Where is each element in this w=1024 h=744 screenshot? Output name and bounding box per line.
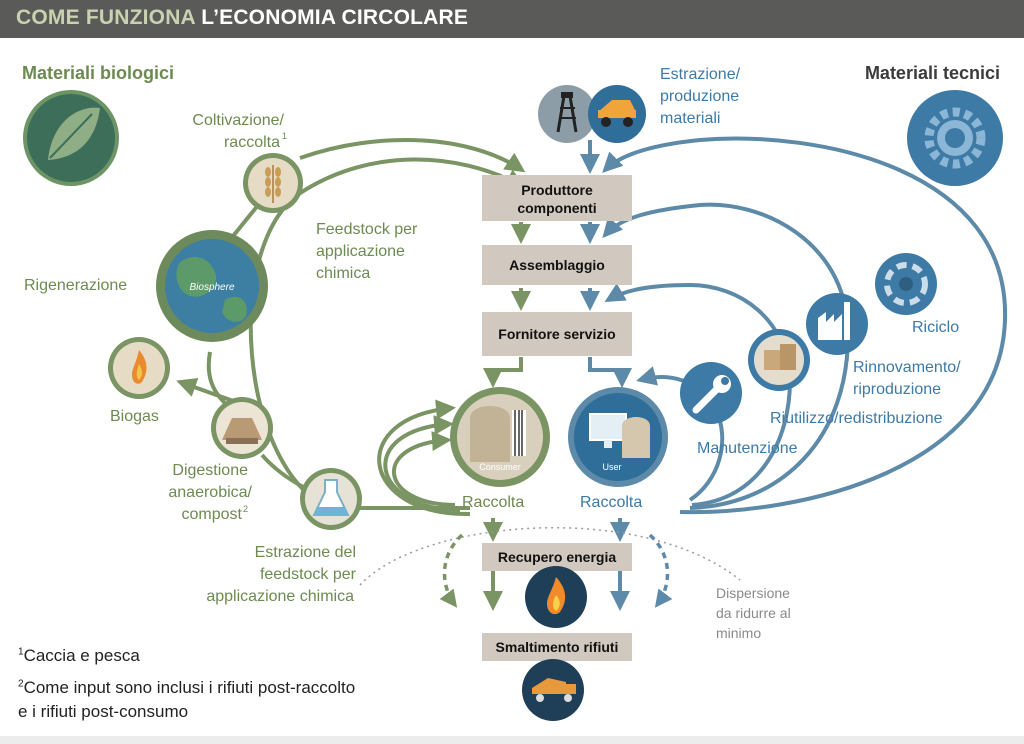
stage-assemblaggio xyxy=(482,245,632,285)
stage-produttore-label-2: componenti xyxy=(517,200,596,216)
label-compost-sup: 2 xyxy=(243,504,248,514)
footnote-1-text: Caccia e pesca xyxy=(23,646,140,665)
factory-icon xyxy=(806,293,868,355)
consumer-icon: Consumer xyxy=(450,387,550,487)
stage-recupero-label: Recupero energia xyxy=(498,549,616,565)
dispersion-arrows xyxy=(439,533,673,608)
footnote-1: 1Caccia e pesca xyxy=(18,646,140,666)
stage-smaltimento xyxy=(482,633,632,661)
label-estrazione-tech-3: materiali xyxy=(660,110,720,127)
label-raccolta-bio: raccolta xyxy=(224,134,280,151)
stage-assemblaggio-label: Assemblaggio xyxy=(509,257,605,273)
header-bar: COME FUNZIONA L’ECONOMIA CIRCOLARE xyxy=(0,0,1024,38)
label-riciclo: Riciclo xyxy=(912,319,959,336)
user-caption: User xyxy=(602,462,621,472)
label-coltivazione-sup: 1 xyxy=(282,131,287,141)
label-estrazione-tech-1: Estrazione/ xyxy=(660,66,741,83)
label-dispersione-3: minimo xyxy=(716,625,761,641)
label-raccolta-blue: Raccolta xyxy=(580,494,642,511)
user-computer-icon: User xyxy=(568,387,668,487)
bio-flows xyxy=(176,137,531,611)
gear-icon xyxy=(907,90,1003,186)
label-raccolta-green: Raccolta xyxy=(462,494,524,511)
bottom-bar xyxy=(0,736,1024,744)
flame-icon xyxy=(108,337,170,399)
footnote-2-marker: 2 xyxy=(18,678,24,690)
label-estrazione-feedstock-2: feedstock per xyxy=(260,566,357,583)
label-dispersione-2: da ridurre al xyxy=(716,605,791,621)
oil-rig-icon xyxy=(538,85,596,143)
dump-truck-icon xyxy=(522,659,584,721)
boxes-icon xyxy=(748,329,810,391)
flask-icon xyxy=(300,468,362,530)
globe-icon: Biosphere xyxy=(156,230,268,342)
label-rinnovamento: Rinnovamento/ xyxy=(853,359,961,376)
tech-flows xyxy=(580,136,1008,611)
header-title: COME FUNZIONA L’ECONOMIA CIRCOLARE xyxy=(16,6,468,30)
footnote-2-text-a: Come input sono inclusi i rifiuti post-r… xyxy=(23,678,356,697)
label-estrazione-tech-2: produzione xyxy=(660,88,739,105)
header-prefix: COME FUNZIONA xyxy=(16,6,196,29)
label-anaerobica: anaerobica/ xyxy=(168,484,252,501)
stage-produttore xyxy=(482,175,632,221)
section-tech-title: Materiali tecnici xyxy=(865,63,1000,83)
footnote-2-continued: e i rifiuti post-consumo xyxy=(18,702,188,722)
recycle-icon xyxy=(875,253,937,315)
stage-produttore-label-1: Produttore xyxy=(521,182,593,198)
mining-truck-icon xyxy=(588,85,646,143)
header-main-title: L’ECONOMIA CIRCOLARE xyxy=(201,6,469,29)
label-rigenerazione: Rigenerazione xyxy=(24,277,127,294)
stage-smaltimento-label: Smaltimento rifiuti xyxy=(496,639,619,655)
label-biogas: Biogas xyxy=(110,408,159,425)
footnote-2-text-b: e i rifiuti post-consumo xyxy=(18,702,189,721)
label-manutenzione: Manutenzione xyxy=(697,440,798,457)
wrench-icon xyxy=(680,362,742,424)
label-dispersione-1: Dispersione xyxy=(716,585,790,601)
label-riproduzione: riproduzione xyxy=(853,381,941,398)
stage-boxes xyxy=(482,175,632,661)
footnote-2: 2Come input sono inclusi i rifiuti post-… xyxy=(18,678,355,698)
dispersion-arc xyxy=(359,527,741,586)
footnote-1-marker: 1 xyxy=(18,646,24,658)
fire-icon xyxy=(525,566,587,628)
label-digestione: Digestione xyxy=(172,462,248,479)
label-compost: compost xyxy=(182,506,243,523)
leaf-icon xyxy=(23,90,119,186)
label-feedstock-2: applicazione xyxy=(316,243,405,260)
label-feedstock-1: Feedstock per xyxy=(316,221,418,238)
consumer-caption: Consumer xyxy=(479,462,521,472)
label-feedstock-3: chimica xyxy=(316,265,370,282)
section-bio-title: Materiali biologici xyxy=(22,63,174,83)
wheat-icon xyxy=(243,153,303,213)
label-coltivazione: Coltivazione/ xyxy=(192,112,284,129)
label-estrazione-feedstock-3: applicazione chimica xyxy=(206,588,354,605)
compost-icon xyxy=(211,397,273,459)
label-estrazione-feedstock-1: Estrazione del xyxy=(255,544,356,561)
label-riutilizzo: Riutilizzo/redistribuzione xyxy=(770,410,943,427)
globe-caption: Biosphere xyxy=(189,282,234,293)
stage-fornitore-label: Fornitore servizio xyxy=(498,326,615,342)
stage-fornitore xyxy=(482,312,632,356)
